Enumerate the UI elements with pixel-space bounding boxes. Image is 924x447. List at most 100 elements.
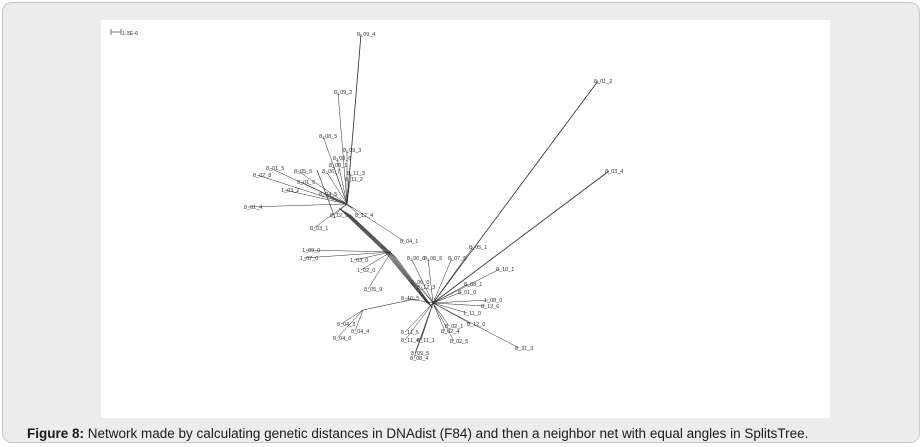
- pendant-edge-8_03_1: [313, 203, 348, 229]
- pendant-edge-1_09_0: [305, 249, 392, 253]
- taxon-label-8_09_4: 8_09_4: [357, 32, 375, 38]
- taxon-label-1_09_0: 1_09_0: [302, 248, 320, 254]
- pendant-edge-8_08_4: [413, 302, 434, 359]
- pendant-edge-connector: [362, 298, 416, 311]
- taxon-label-8_05_9: 8_05_9: [364, 287, 382, 293]
- taxon-label-8_11_5: 8_11_5: [401, 330, 419, 336]
- pendant-edge-1_08_0: [432, 299, 489, 304]
- pendant-edge-8_02_5: [432, 302, 455, 342]
- taxon-label-1_03_2: 1_03_2: [281, 188, 299, 194]
- pendant-edge-8_04_4: [354, 309, 364, 332]
- taxon-label-8_05_1: 8_05_1: [469, 245, 487, 251]
- scale-bar-label: 1.3E-6: [122, 31, 138, 37]
- taxon-label-8_04_5: 8_04_5: [319, 192, 337, 198]
- taxon-label-8_31_3: 8_31_3: [515, 346, 533, 352]
- taxon-label-8_06_5: 8_06_5: [424, 256, 442, 262]
- taxon-label-8_09_5: 8_09_5: [411, 351, 429, 357]
- taxon-label-1_11_0: 1_11_0: [463, 311, 481, 317]
- pendant-edge-8_04_6: [336, 309, 364, 339]
- pendant-edge-1_11_0: [432, 302, 468, 314]
- taxon-label-8_02_8: 8_02_8: [253, 173, 271, 179]
- pendant-edge-8_09_4: [346, 33, 362, 205]
- pendant-edge-8_01_2: [432, 80, 599, 304]
- taxon-label-8_08_1: 8_08_1: [464, 282, 482, 288]
- caption-text: Network made by calculating genetic dist…: [84, 426, 809, 441]
- pendant-edge-8_06_5: [427, 257, 434, 304]
- taxon-label-8_04_6: 8_04_6: [333, 336, 351, 342]
- pendant-edge-8_07_5: [432, 257, 453, 304]
- taxon-label-8_05_5: 8_05_5: [294, 169, 312, 175]
- taxon-label-8_02_5: 8_02_5: [450, 339, 468, 345]
- taxon-label-8_08_6: 8_08_6: [333, 156, 351, 162]
- taxon-label-8_09_3: 8_09_3: [343, 148, 361, 154]
- backbone-split-edge: [341, 209, 388, 254]
- taxon-label-8_01_4: 8_01_4: [244, 205, 262, 211]
- pendant-edge-8_11_3: [346, 172, 352, 205]
- taxon-label-8_07_5: 8_07_5: [448, 256, 466, 262]
- figure-caption: Figure 8: Network made by calculating ge…: [27, 426, 808, 441]
- pendant-edge-8_01_6: [300, 181, 348, 205]
- taxon-label-8_12_0: 8_12_0: [467, 322, 485, 328]
- taxon-label-8_02_4: 8_02_4: [441, 329, 459, 335]
- backbone-split-edge: [349, 214, 397, 258]
- pendant-edge-8_11_5: [404, 302, 434, 333]
- backbone-split-edge: [347, 213, 394, 257]
- taxon-labels: 8_09_48_09_28_08_58_09_38_08_68_09_18_11…: [244, 32, 623, 362]
- taxon-label-8_06_0: 8_06_0: [411, 280, 429, 286]
- taxon-label-8_02_1: 8_02_1: [445, 324, 463, 330]
- taxon-label-8_09_1: 8_09_1: [329, 163, 347, 169]
- pendant-edge-8_06_6: [410, 257, 434, 304]
- taxon-label-8_10_1: 8_10_1: [496, 267, 514, 273]
- taxon-label-8_08_5: 8_08_5: [319, 134, 337, 140]
- taxon-label-8_12_6: 8_12_6: [481, 304, 499, 310]
- pendant-edge-8_03_4: [432, 170, 610, 304]
- taxon-label-8_11_2: 8_11_2: [345, 177, 363, 183]
- pendant-edge-8_01_4: [247, 203, 348, 208]
- pendant-edge-8_08_1: [432, 283, 469, 304]
- taxon-label-8_06_7: 8_06_7: [322, 169, 340, 175]
- taxon-label-1_02_0: 1_02_0: [357, 268, 375, 274]
- taxon-label-8_04_1: 8_04_1: [400, 239, 418, 245]
- taxon-label-8_11_1: 8_11_1: [417, 338, 435, 344]
- backbone-split-edge: [389, 254, 430, 305]
- taxon-label-8_11_4: 8_11_4: [401, 338, 419, 344]
- pendant-edge-1_02_0: [360, 251, 392, 271]
- backbone-split-edge: [393, 256, 432, 307]
- pendant-edge-8_09_2: [337, 91, 348, 205]
- taxon-label-8_01_0: 8_01_0: [458, 290, 476, 296]
- taxon-label-8_12_4: 8_12_4: [355, 213, 373, 219]
- pendant-edge-8_06_0: [414, 281, 434, 304]
- pendant-edge-8_02_1: [432, 302, 450, 327]
- taxon-label-1_07_0: 1_07_0: [300, 256, 318, 262]
- taxon-label-8_08_4: 8_08_4: [410, 356, 428, 362]
- backbone-split-edge: [343, 210, 390, 255]
- pendant-edge-8_01_0: [432, 291, 463, 304]
- taxon-label-8_11_3: 8_11_3: [347, 171, 365, 177]
- pendant-edge-8_08_6: [336, 157, 348, 205]
- taxon-label-8_09_2: 8_09_2: [334, 90, 352, 96]
- taxon-label-8_10_5: 8_10_5: [401, 296, 419, 302]
- taxon-label-1_08_0: 1_08_0: [484, 298, 502, 304]
- pendant-edge-8_09_1: [332, 164, 348, 205]
- taxon-label-8_01_5: 8_01_5: [266, 166, 284, 172]
- backbone-split-edge: [338, 207, 386, 253]
- taxon-label-8_04_3: 8_04_3: [337, 322, 355, 328]
- pendant-edge-8_12_4: [346, 203, 360, 216]
- pendant-edge-1_03_0: [353, 251, 392, 261]
- pendant-edge-8_04_1: [346, 203, 405, 242]
- pendant-edge-8_02_4: [432, 302, 446, 332]
- pendant-edge-8_31_3: [432, 302, 520, 349]
- network-edges: [247, 33, 610, 359]
- taxon-label-8_06_6: 8_06_6: [407, 256, 425, 262]
- pendant-edge-8_10_5: [404, 297, 434, 304]
- taxon-label-8_01_2: 8_01_2: [594, 79, 612, 85]
- pendant-edge-8_05_9: [367, 251, 392, 290]
- splits-network: 1.3E-6 8_09_48_09_28_08_58_09_38_08_68_0…: [110, 29, 623, 362]
- taxon-label-8_03_4: 8_03_4: [605, 169, 623, 175]
- pendant-edge-8_12_6: [432, 302, 486, 307]
- backbone-split-edge: [384, 251, 428, 304]
- pendant-edge-8_04_5: [322, 193, 348, 205]
- pendant-edge-8_05_5: [297, 170, 348, 205]
- pendant-edge-8_11_4: [404, 302, 434, 341]
